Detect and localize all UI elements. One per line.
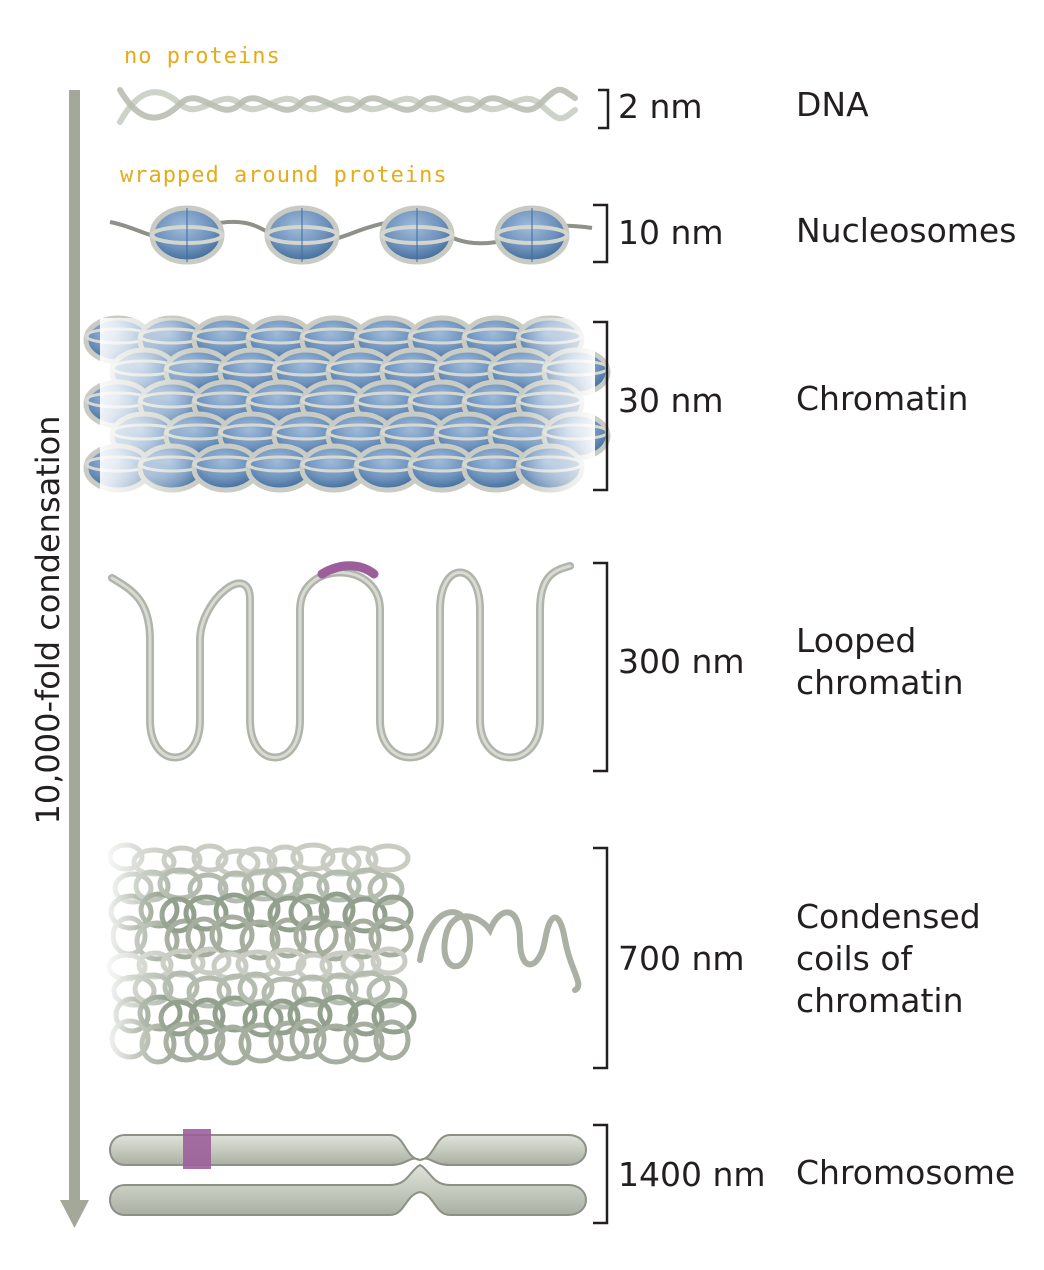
coil-loop: [321, 972, 359, 1006]
chromosome: [109, 1129, 587, 1216]
coil-loop: [366, 975, 408, 1009]
condensed-coils: [100, 840, 582, 1080]
coil-loop: [370, 946, 408, 976]
chromatin-fiber: [83, 315, 611, 493]
coil-loop: [313, 1023, 359, 1065]
dna-helix: [117, 86, 578, 125]
coil-loop: [316, 869, 362, 903]
name-dna: DNA: [796, 85, 869, 124]
coil-loop: [373, 1019, 411, 1061]
note-wrapped-around-proteins: wrapped around proteins: [120, 163, 448, 188]
condensation-arrow: [60, 90, 89, 1228]
size-label-nucleosomes: 10 nm: [618, 213, 724, 252]
coil-loop: [317, 994, 359, 1032]
coil-loop: [367, 872, 405, 906]
name-chromosome: Chromosome: [796, 1153, 1016, 1192]
coil-loop: [371, 997, 417, 1035]
coil-loop: [342, 896, 388, 934]
name-chromatin: Chromatin: [796, 379, 969, 418]
name-nucleosomes: Nucleosomes: [796, 211, 1017, 250]
coil-loop: [368, 916, 414, 958]
size-label-chromosome: 1400 nm: [618, 1155, 766, 1194]
size-label-dna: 2 nm: [618, 87, 703, 126]
coil-loop: [372, 894, 414, 932]
nucleosome: [379, 205, 455, 265]
coil-loop: [365, 843, 411, 873]
size-brackets: [593, 88, 610, 1225]
nucleosome: [494, 205, 570, 265]
name-condensed-coils: Condensed coils of chromatin: [796, 896, 981, 1022]
nucleosome: [264, 205, 340, 265]
looped-chromatin: [108, 561, 574, 762]
size-label-coils: 700 nm: [618, 939, 745, 978]
coil-loop: [314, 920, 356, 962]
size-label-chromatin: 30 nm: [618, 381, 724, 420]
name-looped-line1: Looped: [796, 621, 917, 660]
name-coils-line2: coils of: [796, 939, 913, 978]
note-no-proteins: no proteins: [124, 44, 281, 69]
coil-loop: [344, 918, 382, 960]
coil-loop: [343, 1021, 385, 1063]
name-looped-line2: chromatin: [796, 663, 964, 702]
axis-label: 10,000-fold condensation: [29, 415, 67, 825]
nucleosome-string: [109, 205, 593, 265]
name-coils-line1: Condensed: [796, 897, 981, 936]
name-looped-chromatin: Looped chromatin: [796, 620, 963, 704]
coil-loop: [347, 999, 385, 1037]
nucleosome: [149, 205, 225, 265]
chromosome-band: [183, 1129, 211, 1169]
size-label-looped: 300 nm: [618, 642, 745, 681]
coil-loop: [318, 891, 356, 929]
highlighted-segment: [317, 561, 379, 579]
name-coils-line3: chromatin: [796, 981, 964, 1020]
